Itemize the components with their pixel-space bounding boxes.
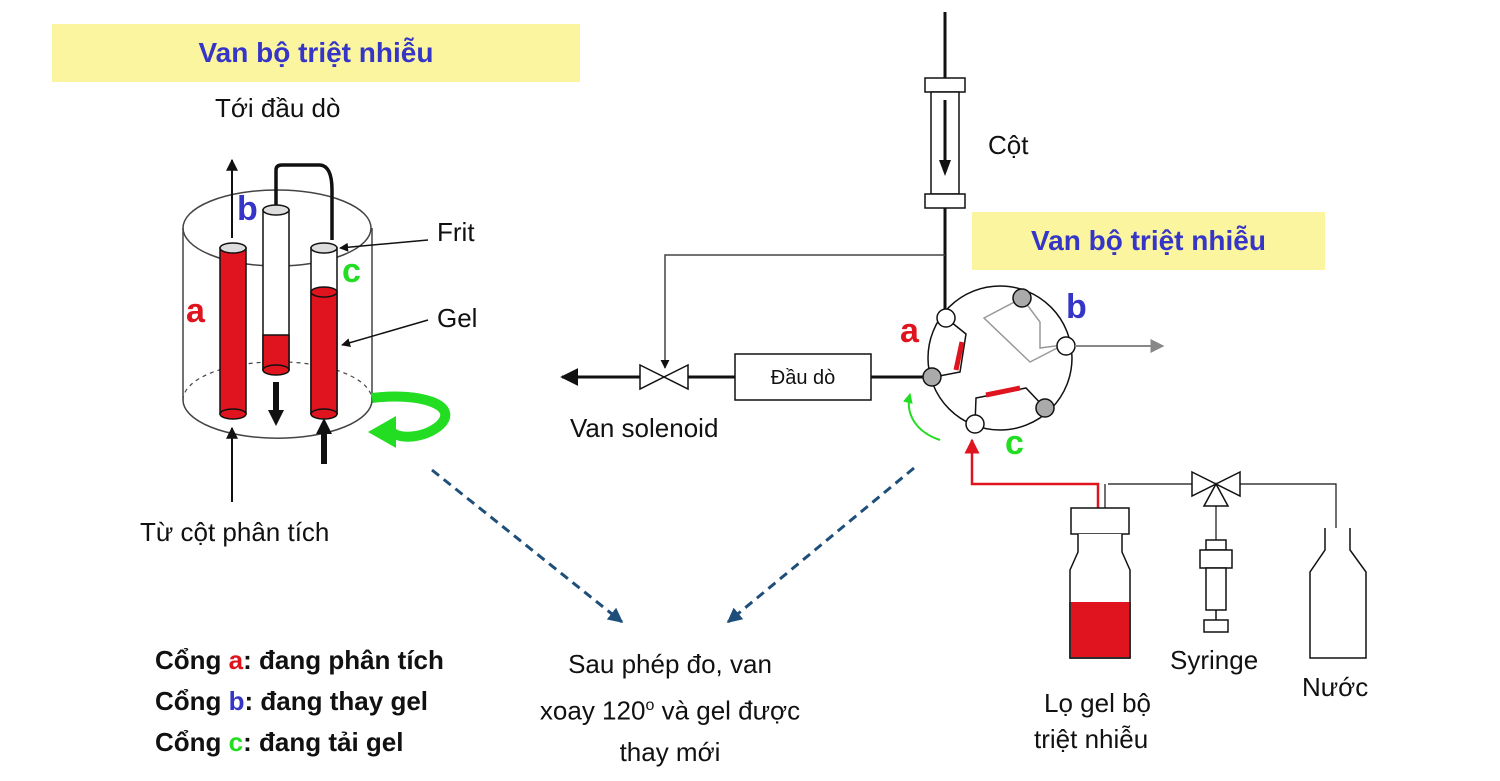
to-detector-label: Tới đầu dò bbox=[215, 93, 341, 123]
right-title: Van bộ triệt nhiễu bbox=[1031, 225, 1266, 256]
left-title-banner: Van bộ triệt nhiễu bbox=[52, 24, 580, 82]
detector-box bbox=[734, 353, 872, 401]
column-label: Cột bbox=[988, 130, 1029, 160]
caption-line-2: xoay 120o và gel được bbox=[539, 695, 801, 726]
syringe-label: Syringe bbox=[1170, 645, 1259, 675]
detector-box-label: Đầu dò bbox=[771, 367, 836, 389]
left-tube-c bbox=[310, 242, 338, 420]
left-port-c: c bbox=[342, 252, 361, 290]
left-tube-a bbox=[219, 242, 247, 420]
right-title-banner: Van bộ triệt nhiễu bbox=[972, 212, 1325, 270]
dashed-arrow-left bbox=[431, 468, 624, 624]
right-port-a: a bbox=[900, 312, 919, 350]
gel-bottle-label-2: triệt nhiễu bbox=[1034, 724, 1149, 754]
left-tube-b bbox=[262, 163, 334, 376]
legend-row-a: Cổng a: đang phân tích bbox=[155, 645, 444, 675]
from-column-label: Từ cột phân tích bbox=[140, 517, 330, 547]
rotation-arrow-green bbox=[368, 391, 451, 448]
tube-c-up-arrow bbox=[316, 418, 332, 464]
rotary-valve bbox=[922, 285, 1076, 434]
frit-leader bbox=[339, 239, 429, 252]
rotation-caption: Sau phép đo, van xoay 120o và gel được t… bbox=[520, 644, 820, 773]
gel-leader bbox=[341, 319, 429, 348]
dashed-arrow-right bbox=[726, 466, 915, 624]
caption-line-3: thay mới bbox=[619, 736, 721, 767]
tube-b-down-arrow bbox=[268, 382, 284, 426]
gel-label: Gel bbox=[437, 303, 478, 333]
water-bottle bbox=[1309, 528, 1367, 659]
left-port-b: b bbox=[237, 190, 258, 228]
gel-bottle bbox=[1069, 507, 1131, 659]
column-body bbox=[924, 77, 966, 209]
solenoid-valve-label: Van solenoid bbox=[570, 413, 719, 443]
three-way-valve bbox=[1191, 470, 1241, 507]
frit-label: Frit bbox=[437, 217, 475, 247]
port-legend: Cổng a: đang phân tích Cổng b: đang thay… bbox=[155, 640, 444, 763]
solenoid-valve-symbol bbox=[639, 363, 689, 391]
left-port-a: a bbox=[186, 292, 205, 330]
legend-row-c: Cổng c: đang tải gel bbox=[155, 727, 404, 757]
right-port-c: c bbox=[1005, 424, 1024, 462]
bypass-line bbox=[660, 254, 945, 369]
right-port-b: b bbox=[1066, 288, 1087, 326]
legend-row-b: Cổng b: đang thay gel bbox=[155, 686, 429, 716]
water-label: Nước bbox=[1302, 672, 1369, 702]
gel-bottle-label-1: Lọ gel bộ bbox=[1044, 688, 1151, 718]
valve-rotation-arrow bbox=[902, 393, 941, 441]
left-title: Van bộ triệt nhiễu bbox=[198, 37, 434, 68]
caption-line-1: Sau phép đo, van bbox=[568, 649, 772, 679]
syringe-icon bbox=[1199, 539, 1233, 633]
